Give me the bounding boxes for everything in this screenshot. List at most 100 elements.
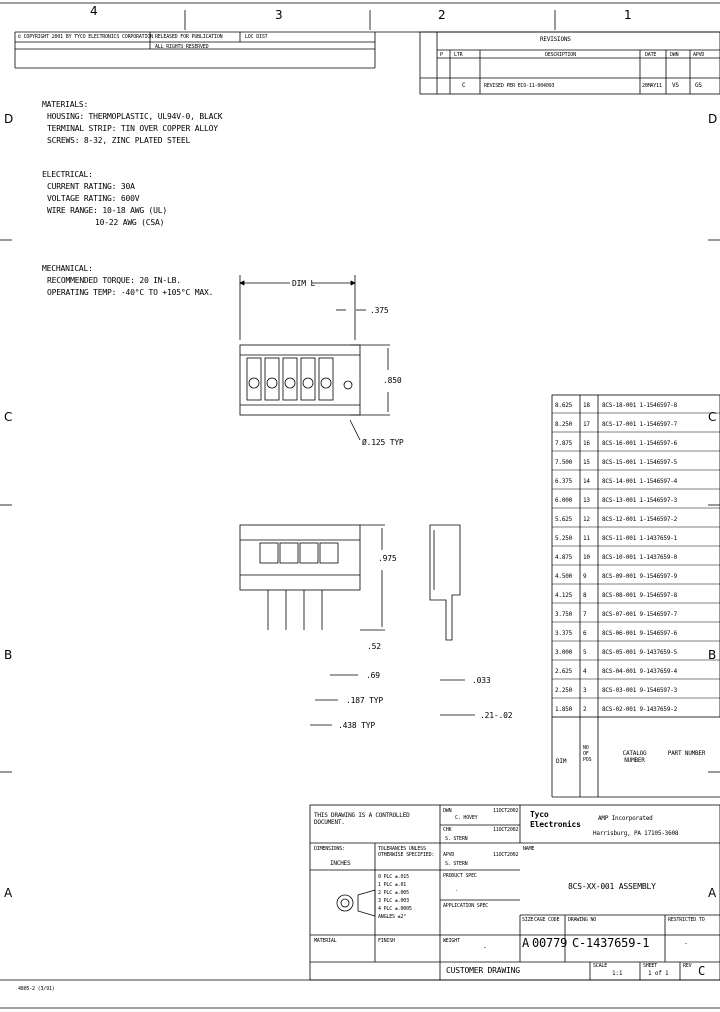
dimensions-label: DIMENSIONS: xyxy=(314,846,345,852)
dwn-label: DWN xyxy=(443,808,452,814)
table-dim-cell: 7.875 xyxy=(555,440,573,447)
table-part-cell: 8CS-05-001 9-1437659-5 xyxy=(602,649,678,656)
table-part-cell: 8CS-11-001 1-1437659-1 xyxy=(602,535,678,542)
dim-pitch: .375 xyxy=(370,306,389,315)
size-value: A xyxy=(522,936,530,950)
table-dim-cell: 3.000 xyxy=(555,649,573,656)
materials-3: SCREWS: 8-32, ZINC PLATED STEEL xyxy=(47,136,191,145)
table-pos-cell: 12 xyxy=(583,516,590,523)
table-footer-catalog: CATALOG NUMBER xyxy=(622,750,647,764)
zone-4: 4 xyxy=(90,4,98,18)
zone-a-left: A xyxy=(4,886,13,900)
table-dim-cell: 6.375 xyxy=(555,478,573,485)
dim-hole: Ø.125 TYP xyxy=(362,438,404,447)
zone-2: 2 xyxy=(438,8,446,22)
rev-dwn: VS xyxy=(672,82,679,89)
mechanical-1: RECOMMENDED TORQUE: 20 IN-LB. xyxy=(47,276,181,285)
table-pos-cell: 7 xyxy=(583,611,587,618)
zone-d-right: D xyxy=(708,112,718,126)
table-part-cell: 8CS-12-001 1-1546597-2 xyxy=(602,516,678,523)
rev-col-dwn: DWN xyxy=(670,52,679,58)
table-dim-cell: 4.875 xyxy=(555,554,573,561)
table-pos-cell: 17 xyxy=(583,421,590,428)
materials-title: MATERIALS: xyxy=(42,100,89,109)
address: Harrisburg, PA 17105-3608 xyxy=(593,830,679,837)
material-label: MATERIAL xyxy=(314,938,337,944)
table-part-cell: 8CS-04-001 9-1437659-4 xyxy=(602,668,678,675)
table-pos-cell: 14 xyxy=(583,478,590,485)
cage-label: CAGE CODE xyxy=(534,917,560,923)
table-pos-cell: 4 xyxy=(583,668,587,675)
rev-desc: REVISED PER ECO-11-004093 xyxy=(484,83,555,89)
table-pos-cell: 2 xyxy=(583,706,587,713)
table-part-cell: 8CS-15-001 1-1546597-5 xyxy=(602,459,678,466)
zone-1: 1 xyxy=(624,8,632,22)
table-part-cell: 8CS-07-001 9-1546597-7 xyxy=(602,611,678,618)
dim-d5: .033 xyxy=(472,676,491,685)
table-pos-cell: 3 xyxy=(583,687,587,694)
rev-ltr: C xyxy=(462,82,466,89)
table-dim-cell: 5.250 xyxy=(555,535,573,542)
table-part-cell: 8CS-10-001 1-1437659-0 xyxy=(602,554,678,561)
table-dim-cell: 5.625 xyxy=(555,516,573,523)
tol-5: 4 PLC ±.0005 xyxy=(378,906,412,912)
loc-dist-text: LOC DIST xyxy=(245,34,268,40)
units: INCHES xyxy=(330,860,351,867)
table-dim-cell: 6.000 xyxy=(555,497,573,504)
tol-3: 2 PLC ±.005 xyxy=(378,890,409,896)
zone-b-right: B xyxy=(708,648,717,662)
prod-spec-value: - xyxy=(455,888,458,894)
zone-c-right: C xyxy=(708,410,717,424)
tolerances-label: TOLERANCES UNLESS OTHERWISE SPECIFIED: xyxy=(378,846,435,858)
appvd-label: APVD xyxy=(443,852,455,858)
electrical-4: 10-22 AWG (CSA) xyxy=(95,218,165,227)
zone-3: 3 xyxy=(275,8,283,22)
zone-a-right: A xyxy=(708,886,717,900)
table-pos-cell: 13 xyxy=(583,497,590,504)
dwg-value: C-1437659-1 xyxy=(572,936,650,950)
table-pos-cell: 11 xyxy=(583,535,590,542)
table-part-cell: 8CS-08-001 9-1546597-8 xyxy=(602,592,678,599)
table-part-cell: 8CS-14-001 1-1546597-4 xyxy=(602,478,678,485)
table-part-cell: 8CS-17-001 1-1546597-7 xyxy=(602,421,678,428)
table-pos-cell: 15 xyxy=(583,459,590,466)
table-dim-cell: 4.125 xyxy=(555,592,573,599)
dim-height: .850 xyxy=(383,376,402,385)
table-part-cell: 8CS-02-001 9-1437659-2 xyxy=(602,706,678,713)
table-footer-no: NO OF POS xyxy=(583,745,592,763)
materials-2: TERMINAL STRIP: TIN OVER COPPER ALLOY xyxy=(47,124,218,133)
table-dim-cell: 8.250 xyxy=(555,421,573,428)
scale-label: SCALE xyxy=(593,963,608,969)
drawing-name: 8CS-XX-001 ASSEMBLY xyxy=(568,882,656,891)
zone-c-left: C xyxy=(4,410,13,424)
table-pos-cell: 8 xyxy=(583,592,587,599)
restricted-label: RESTRICTED TO xyxy=(668,917,705,923)
zone-d-left: D xyxy=(4,112,14,126)
dim-d3: .187 TYP xyxy=(346,696,383,705)
form-number: 4805-2 (3/91) xyxy=(18,986,55,992)
rev-col-apvd: APVD xyxy=(693,52,705,58)
appvd-name: S. STERN xyxy=(445,861,468,867)
brand-top: Tyco xyxy=(530,810,549,819)
rev-ltr-value: C xyxy=(698,964,706,978)
dim-tall: .975 xyxy=(378,554,397,563)
rev-col-p: P xyxy=(440,52,443,58)
restricted-value: - xyxy=(684,940,688,947)
weight-label: WEIGHT xyxy=(443,938,460,944)
table-dim-cell: 2.250 xyxy=(555,687,573,694)
table-dim-cell: 1.850 xyxy=(555,706,573,713)
table-part-cell: 8CS-13-001 1-1546597-3 xyxy=(602,497,678,504)
cage-value: 00779 xyxy=(532,936,568,950)
table-dim-cell: 3.375 xyxy=(555,630,573,637)
table-dim-cell: 7.500 xyxy=(555,459,573,466)
dwn-date: 11OCT2002 xyxy=(493,808,519,814)
materials-1: HOUSING: THERMOPLASTIC, UL94V-0, BLACK xyxy=(47,112,223,121)
rev-ltr-label: REV xyxy=(683,963,692,969)
table-dim-cell: 3.750 xyxy=(555,611,573,618)
table-part-cell: 8CS-03-001 9-1546597-3 xyxy=(602,687,678,694)
company: AMP Incorporated xyxy=(598,815,653,822)
table-part-cell: 8CS-18-001 1-1546597-8 xyxy=(602,402,678,409)
dim-d6: .21-.02 xyxy=(480,711,513,720)
tol-6: ANGLES ±2° xyxy=(378,914,407,920)
